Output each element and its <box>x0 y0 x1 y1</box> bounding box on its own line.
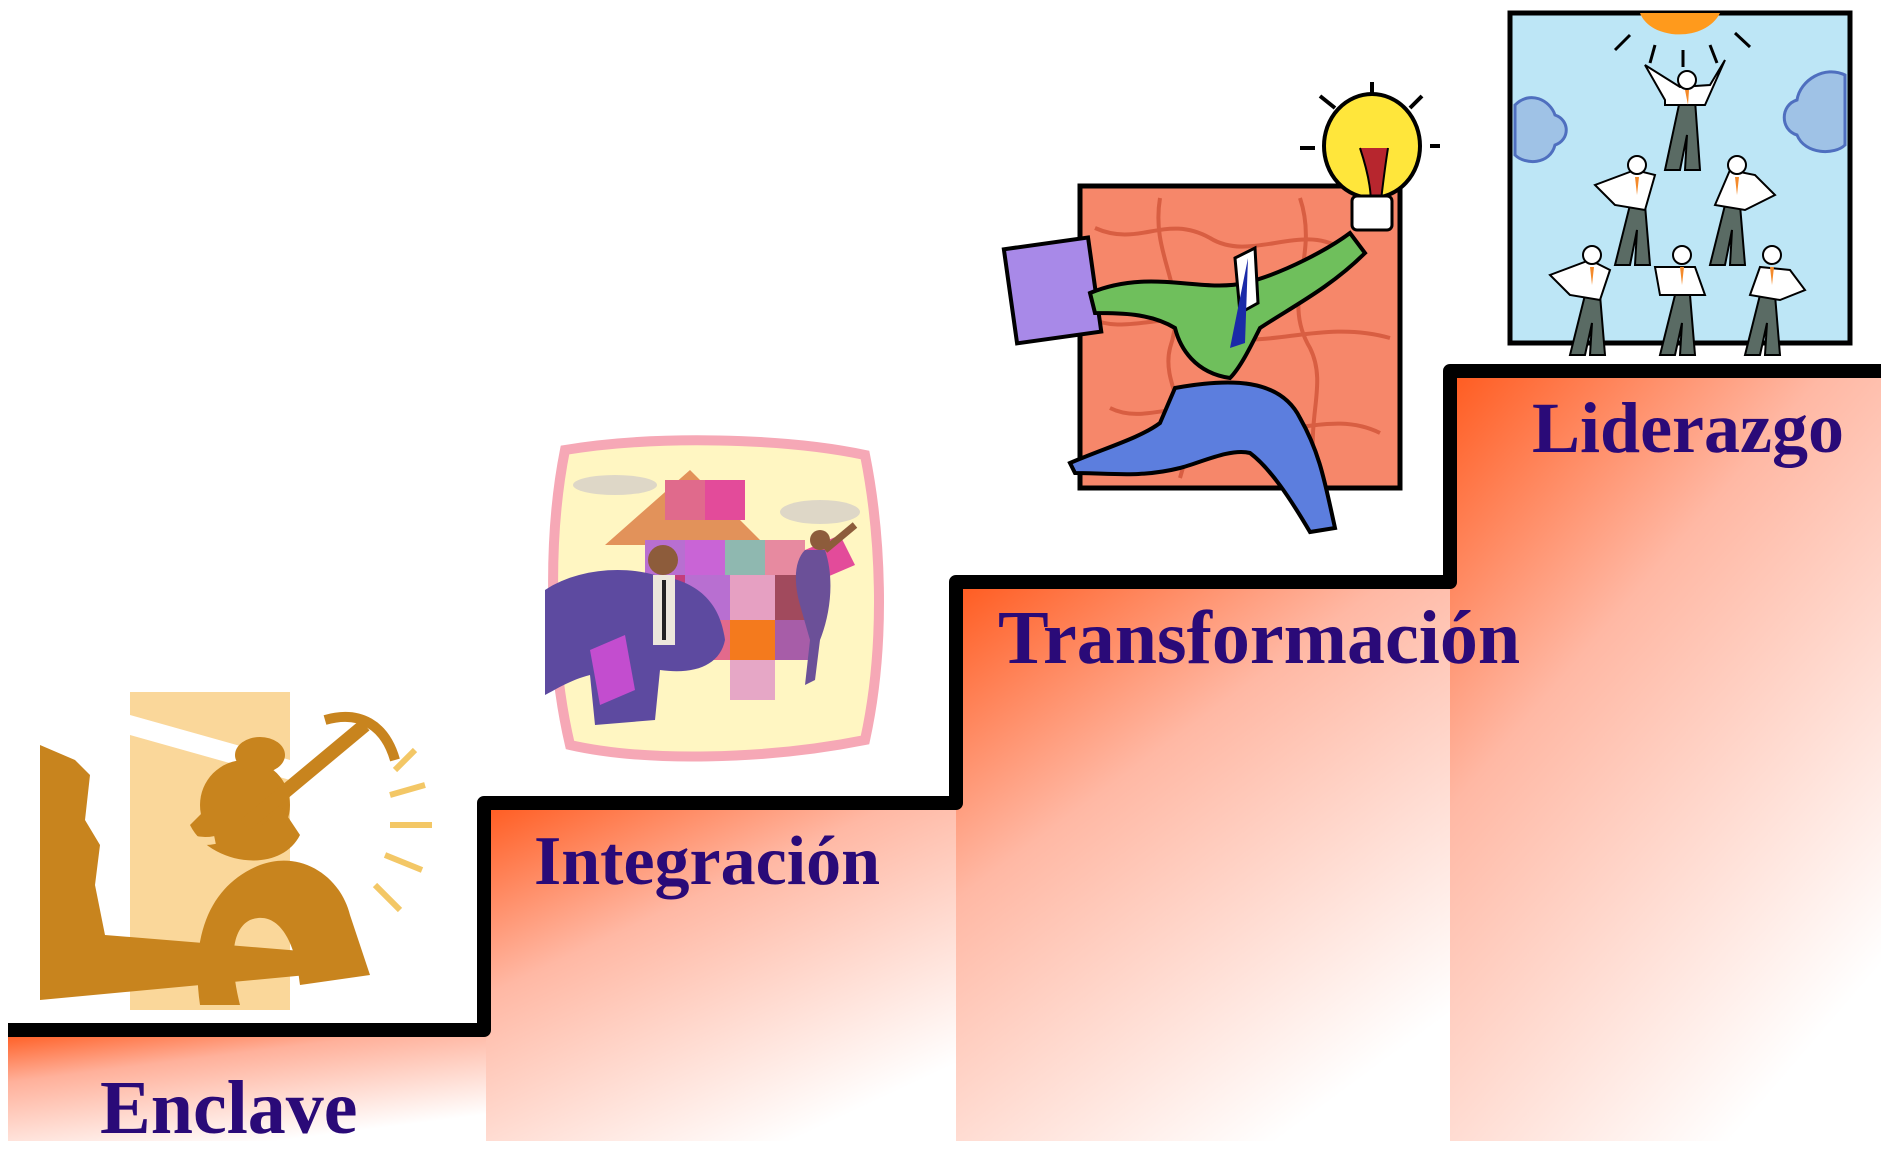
step-fill-2 <box>486 803 956 1141</box>
step-label-transformacion: Transformación <box>998 596 1521 680</box>
human-pyramid-icon <box>1505 5 1855 365</box>
step-fill-1 <box>8 1032 486 1141</box>
runner-lightbulb-icon <box>1000 82 1440 535</box>
step-label-enclave: Enclave <box>100 1066 358 1150</box>
step-fill-3 <box>956 582 1450 1141</box>
step-label-integracion: Integración <box>534 823 881 900</box>
puzzle-house-icon <box>535 435 895 780</box>
miner-pickaxe-icon <box>40 685 440 1010</box>
step-label-liderazgo: Liderazgo <box>1532 388 1844 468</box>
step-fill-4 <box>1450 371 1881 1141</box>
stair-outline <box>8 364 1881 1037</box>
